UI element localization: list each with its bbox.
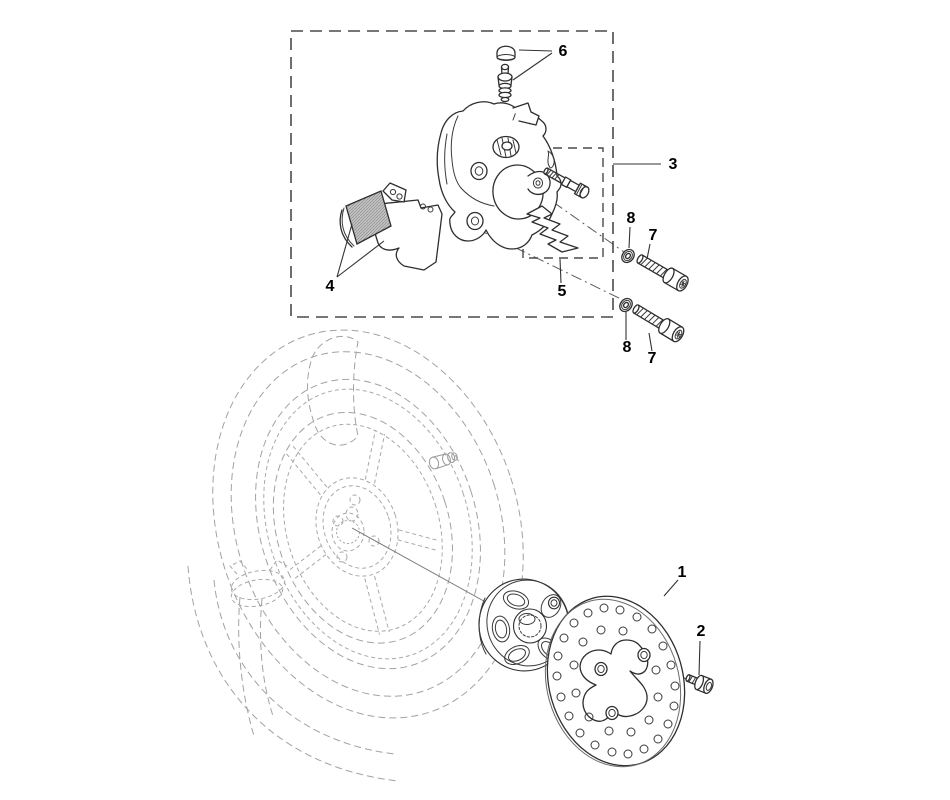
valve-stem [428,452,458,470]
disc-hole-ring-inner [569,625,663,737]
hub-cover-ghost [229,559,288,737]
disc-hole-ring-outer [552,603,680,759]
brake-caliper [436,101,562,250]
slide-pin [543,167,590,199]
part-label-8-lower: 8 [622,339,632,356]
rim-outline [272,411,453,644]
hub-flange [478,578,570,672]
part-label-3: 3 [668,156,678,173]
brake-pad-rear [373,199,443,271]
bleed-valve-cap [496,45,516,61]
part-label-2: 2 [696,623,706,640]
pad-spring [526,205,579,253]
part-label-5: 5 [557,283,567,300]
brake-pad-front [339,182,407,248]
brake-disc [544,595,686,768]
caliper-bolt-lower [629,300,687,345]
wheel-spokes [285,430,440,635]
washer-upper [618,246,638,266]
bleed-valve [497,63,513,103]
tire-sweep-arc-outer [187,565,399,782]
caliper-mount-tab [527,170,551,196]
caliper-bolt-upper [633,250,692,294]
part-label-7-upper: 7 [648,227,658,244]
disc-center-cutout [579,639,649,722]
leader-lines [336,49,701,676]
part-label-6: 6 [558,43,568,60]
tire-sweep-arc-inner [213,579,395,755]
part-label-4: 4 [325,278,335,295]
tire-outline [212,329,524,719]
disc-mount-bolt [685,674,714,695]
pad-spring-box [522,147,604,259]
wheel-ghost [187,329,524,782]
axle-line-solid [351,527,492,606]
part-label-7-lower: 7 [647,350,657,367]
pin-squiggle [547,150,555,169]
wheel-hub-bore [331,494,380,563]
caliper-axis-upper [535,189,625,253]
caliper-knurl-adjuster [492,135,520,159]
part-label-1: 1 [677,564,687,581]
part-label-8-upper: 8 [626,210,636,227]
rim-top-window [306,335,359,446]
pad-friction-surface [345,190,392,245]
caliper-assembly-box [290,30,614,318]
